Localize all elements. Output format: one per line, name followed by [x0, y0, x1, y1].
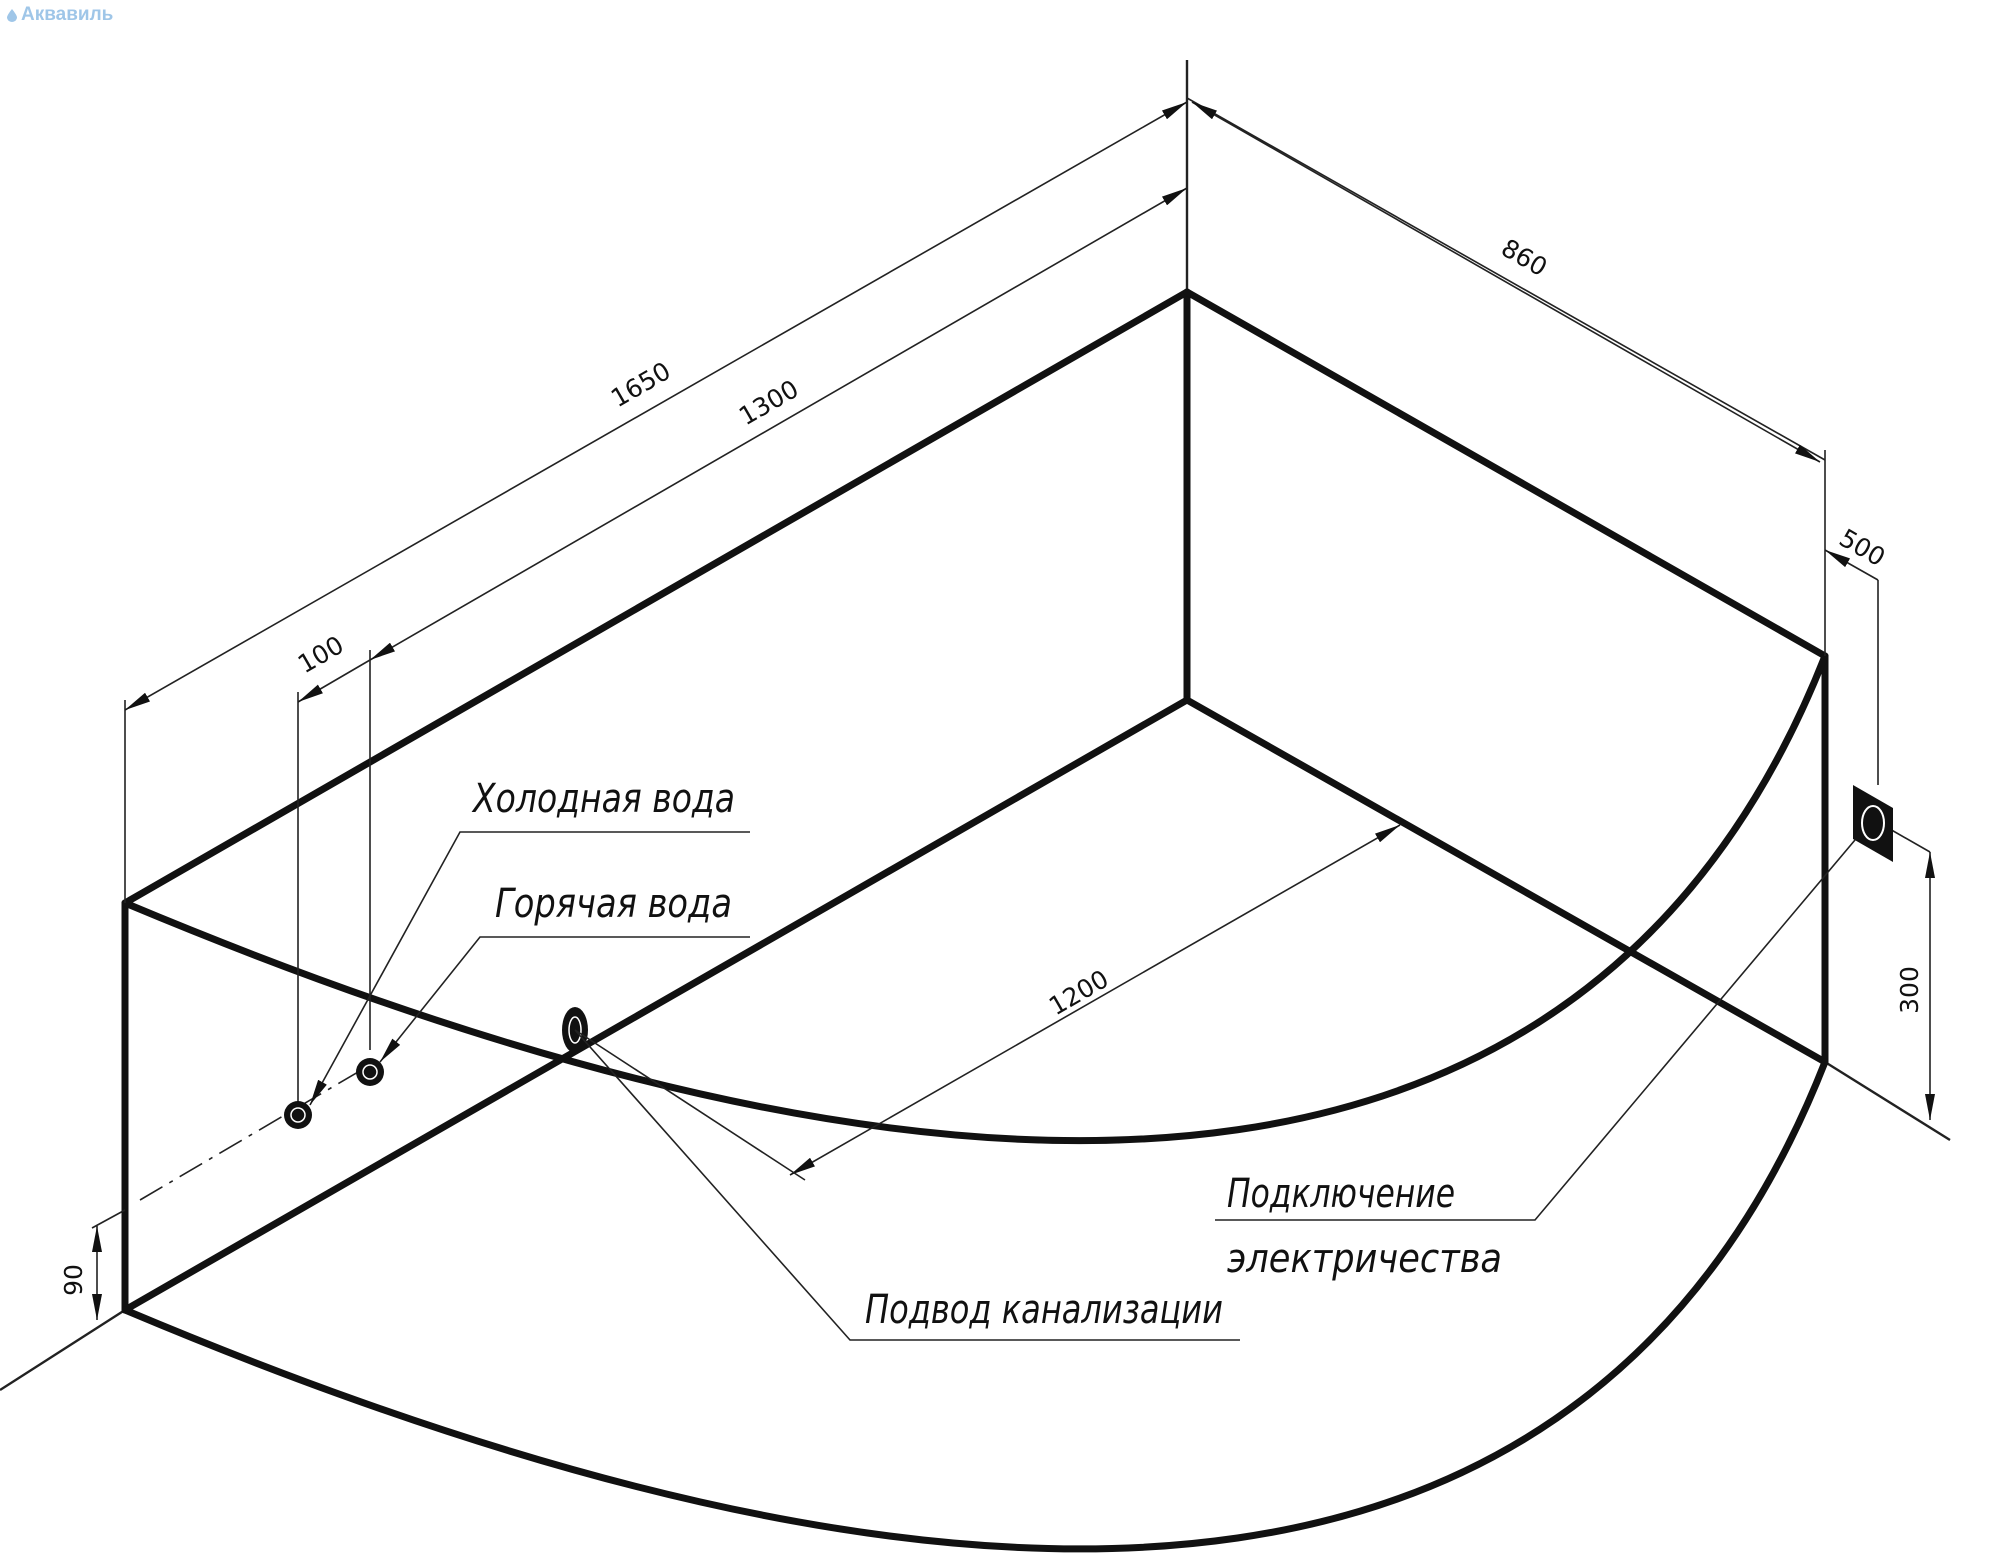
- electric-socket: [1853, 785, 1893, 862]
- watermark: Аквавиль: [6, 4, 113, 26]
- dim-90-text: 90: [59, 1264, 88, 1296]
- dim-1300-text: 1300: [734, 374, 804, 431]
- dimension-length-inner: 1300: [369, 187, 1188, 1050]
- pipe-centerline: [139, 1064, 371, 1201]
- dim-100-text: 100: [293, 630, 349, 679]
- dim-860-text: 860: [1496, 233, 1552, 282]
- drain-label: Подвод канализации: [865, 1287, 1223, 1333]
- watermark-text: Аквавиль: [21, 4, 114, 25]
- electric-label-line1: Подключение: [1227, 1171, 1455, 1217]
- water-drop-icon: [7, 9, 17, 22]
- cold-water-fitting: [284, 1101, 312, 1129]
- leader-lines: [309, 831, 1856, 1341]
- cold-water-label: Холодная вода: [471, 776, 735, 822]
- dimension-width-narrow: 500: [1824, 450, 1890, 785]
- dim-1650-text: 1650: [606, 356, 676, 413]
- dimension-width: 860: [1186, 97, 1826, 463]
- dim-1200-text: 1200: [1044, 964, 1114, 1021]
- dimension-electric-height: 300: [1887, 827, 1935, 1120]
- dimension-pipe-height: 90: [59, 1209, 126, 1320]
- dim-300-text: 300: [1895, 966, 1924, 1014]
- electric-label-line2: электричества: [1227, 1236, 1502, 1282]
- dim-500-text: 500: [1834, 523, 1890, 572]
- bottom-back-short-edge: [1183, 696, 1829, 1066]
- bottom-back-long-edge: [121, 696, 1191, 1314]
- axis-lines: [0, 60, 1951, 1392]
- top-back-short-edge: [1183, 288, 1829, 660]
- hot-water-label: Горячая вода: [495, 881, 732, 927]
- hot-water-fitting: [356, 1058, 384, 1086]
- bathtub-outline: [121, 288, 1829, 1553]
- bottom-front-curve: [121, 1058, 1829, 1553]
- dimension-pipe-spacing: 100: [293, 630, 371, 1115]
